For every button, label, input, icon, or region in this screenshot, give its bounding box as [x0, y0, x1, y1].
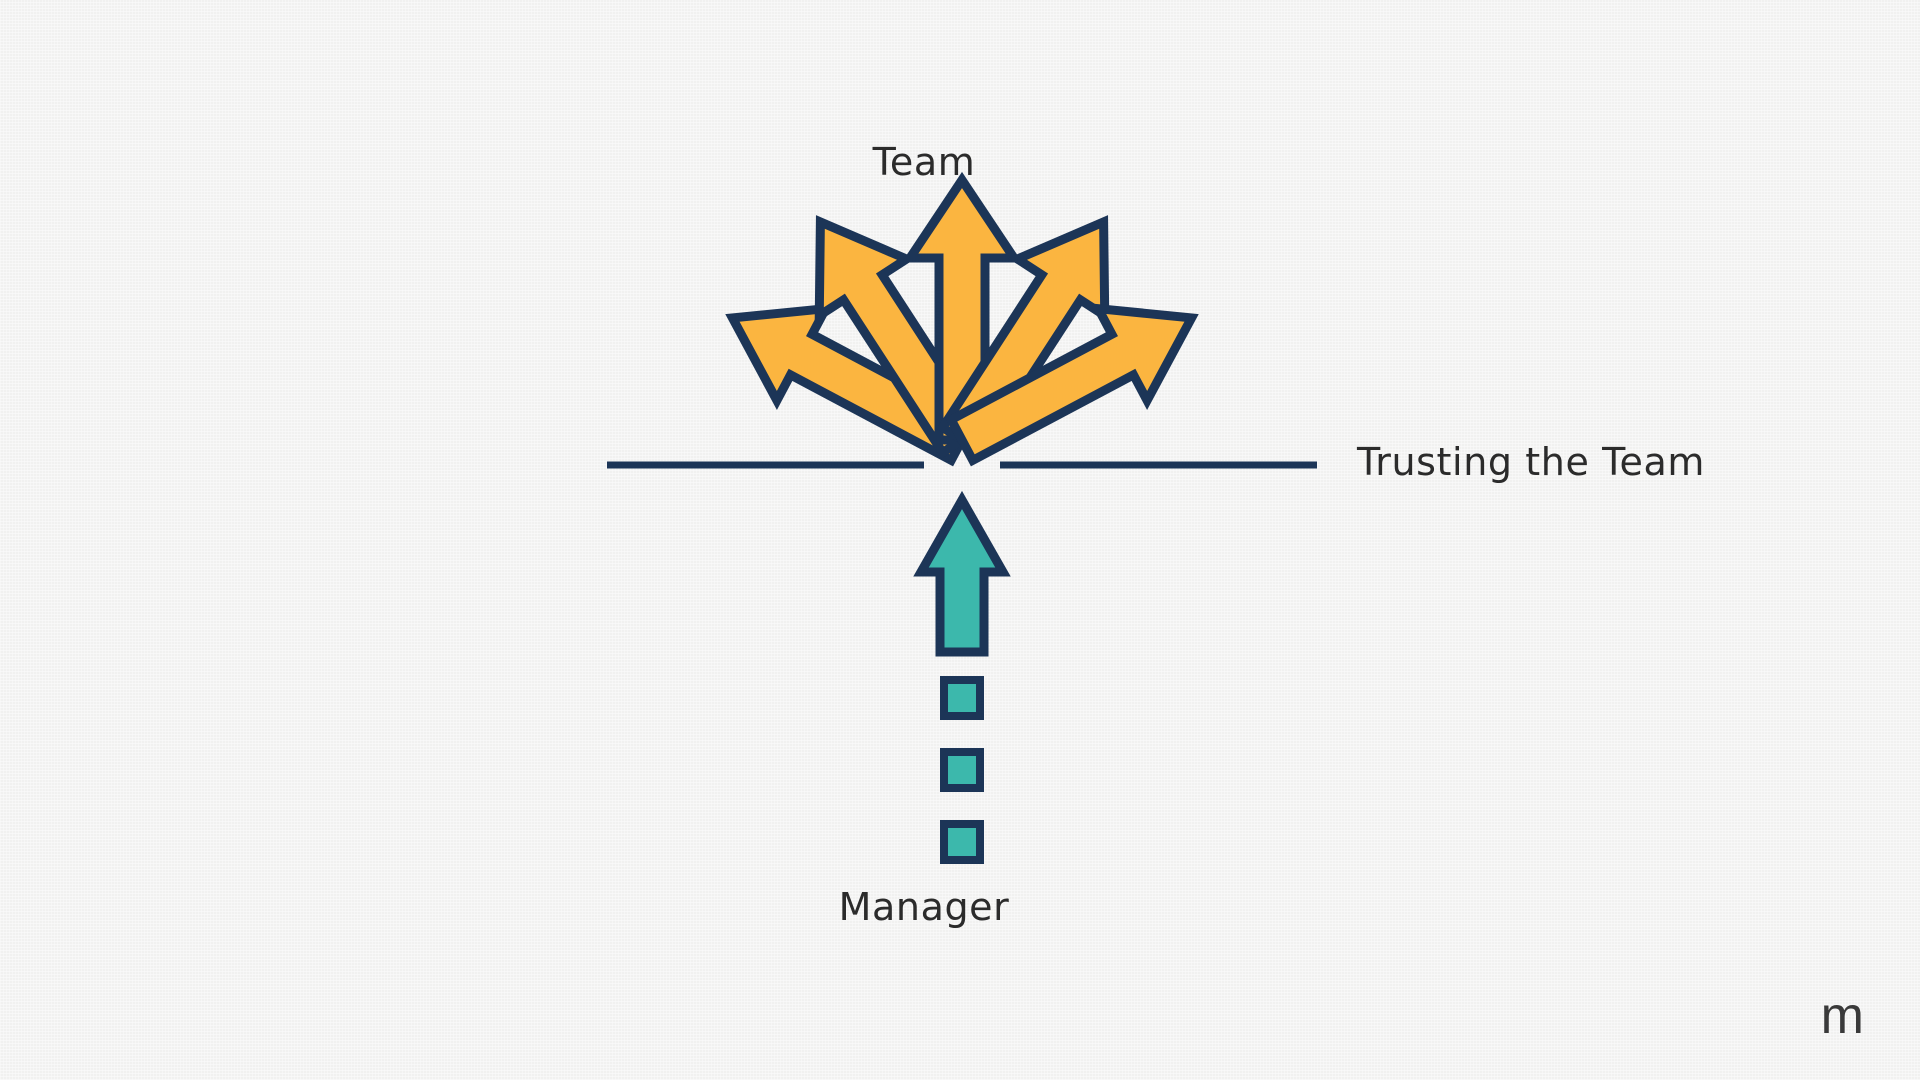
manager-label-text: Manager: [838, 885, 1010, 929]
team-arrow-outer-right: [945, 303, 1199, 467]
team-label: Team: [0, 140, 1920, 184]
trusting-the-team-label: Trusting the Team: [1357, 440, 1705, 484]
watermark-m: m: [1820, 987, 1864, 1045]
manager-arrow: [913, 490, 1011, 657]
manager-label: Manager: [0, 885, 1920, 929]
team-arrow-group: [725, 171, 1199, 467]
manager-trail-square-1: [940, 676, 984, 720]
manager-trail-square-2: [940, 748, 984, 792]
manager-trail-square-3: [940, 820, 984, 864]
team-label-text: Team: [872, 140, 976, 184]
